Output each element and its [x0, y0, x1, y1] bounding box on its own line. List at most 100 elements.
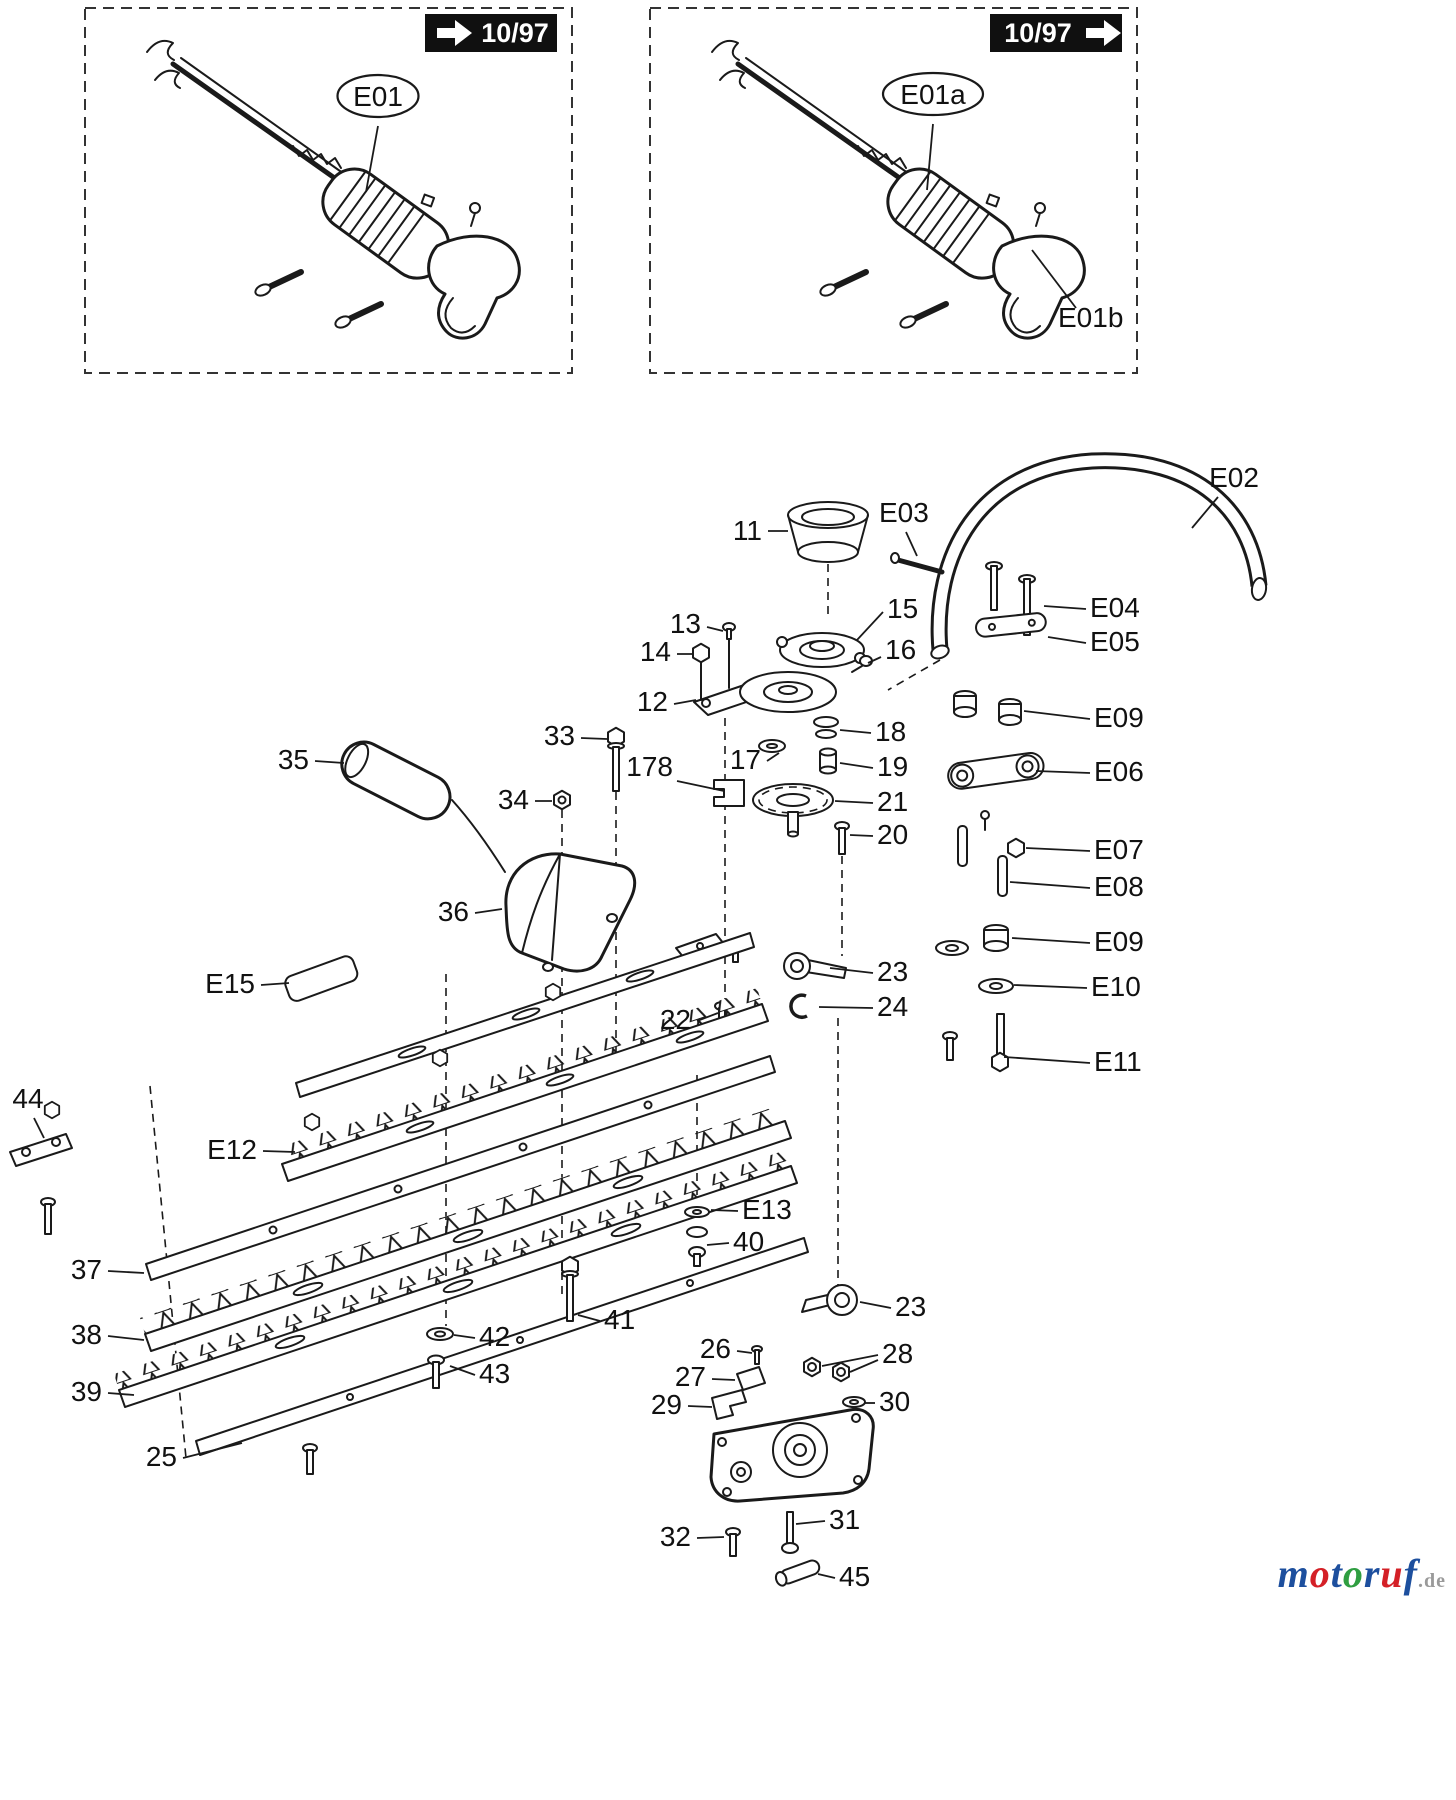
part-label-e12: E12 [207, 1134, 257, 1165]
throttle-lever-pin [890, 552, 945, 575]
part-label-e06: E06 [1094, 756, 1144, 787]
part-label-e07: E07 [1094, 834, 1144, 865]
part-label-40: 40 [733, 1226, 764, 1257]
part-label-29: 29 [651, 1389, 682, 1420]
arrow-right-icon [437, 20, 472, 46]
leader-line-24 [818, 1006, 874, 1009]
part-label-e02: E02 [1209, 462, 1259, 493]
nut-34 [553, 789, 571, 811]
part-label-31: 31 [829, 1504, 860, 1535]
leader-line-e10 [1013, 984, 1088, 989]
part-label-e01a: E01a [900, 79, 966, 110]
cutter-bar-stack [114, 932, 809, 1456]
leader-line-e07 [1025, 847, 1091, 852]
part-label-e09-bottom: E09 [1094, 926, 1144, 957]
part-label-22: 22 [660, 1004, 691, 1035]
part-label-20: 20 [877, 819, 908, 850]
inset-right: 10/97 [649, 7, 1138, 374]
date-badge-right-text: 10/97 [1004, 18, 1072, 48]
date-badge-left-text: 10/97 [481, 18, 549, 48]
mount-column [935, 561, 1047, 1073]
inset-right-border [649, 7, 1138, 374]
throttle-handle-assembly-left [147, 41, 519, 338]
part-label-e01: E01 [353, 81, 403, 112]
part-label-36: 36 [438, 896, 469, 927]
logo-letter: o [1309, 1551, 1331, 1596]
part-label-30: 30 [879, 1386, 910, 1417]
leader-line-e06 [1035, 770, 1091, 774]
part-label-32: 32 [660, 1521, 691, 1552]
motoruf-logo[interactable]: motoruf.de [1278, 1550, 1446, 1597]
part-label-e08: E08 [1094, 871, 1144, 902]
leader-line-13 [706, 626, 724, 632]
leader-line-41 [577, 1314, 601, 1322]
leader-line-28 [821, 1354, 879, 1367]
cap-part-11 [787, 501, 869, 563]
logo-letter: m [1277, 1551, 1310, 1596]
part-label-e05: E05 [1090, 626, 1140, 657]
part-label-19: 19 [877, 751, 908, 782]
leader-line-e11 [1003, 1056, 1091, 1064]
part-label-23-upper: 23 [877, 956, 908, 987]
hand-guard [451, 799, 637, 973]
logo-letter: r [1363, 1551, 1381, 1596]
leader-line-43 [449, 1365, 476, 1376]
blade-fasteners [302, 1206, 710, 1475]
leader-line-18 [839, 729, 872, 734]
part-label-42: 42 [479, 1321, 510, 1352]
label-bubble-e01 [336, 73, 420, 119]
leader-line-32 [696, 1536, 725, 1539]
part-label-e15: E15 [205, 968, 255, 999]
leader-line-e01 [365, 125, 379, 193]
leader-line-36 [474, 908, 503, 914]
leader-line-20 [849, 834, 874, 837]
leader-line-e04 [1043, 605, 1087, 610]
leader-line-44 [33, 1117, 45, 1139]
leader-line-e12 [262, 1150, 296, 1153]
logo-letter: u [1380, 1551, 1404, 1596]
leader-line-e15 [260, 982, 290, 986]
part-label-45: 45 [839, 1561, 870, 1592]
part-label-25: 25 [146, 1441, 177, 1472]
part-label-e11: E11 [1094, 1046, 1142, 1077]
part-label-39: 39 [71, 1376, 102, 1407]
leader-line-e13 [710, 1209, 739, 1212]
part-label-44: 44 [12, 1083, 43, 1114]
part-label-e03: E03 [879, 497, 929, 528]
arrow-right-icon [1086, 20, 1121, 46]
leader-line-38 [107, 1335, 145, 1341]
main-diagram [9, 452, 1268, 1587]
leader-line-33 [580, 737, 608, 740]
leader-line-e09-top [1023, 710, 1091, 720]
part-label-26: 26 [700, 1333, 731, 1364]
part-label-178: 178 [626, 751, 673, 782]
leader-line-37 [107, 1270, 145, 1274]
part-label-e04: E04 [1090, 592, 1140, 623]
leader-line-25 [182, 1442, 243, 1459]
leader-line-e08 [1009, 881, 1091, 889]
leader-line-e01a [926, 123, 934, 191]
leader-line-26 [736, 1350, 753, 1354]
leader-line-16 [867, 656, 882, 664]
leader-line-23-lower [859, 1301, 892, 1309]
part-label-43: 43 [479, 1358, 510, 1389]
leader-line-23-upper [829, 967, 874, 974]
leader-line-e02 [1191, 496, 1219, 529]
leader-line-28 [849, 1359, 879, 1373]
part-label-41: 41 [604, 1304, 635, 1335]
part-label-21: 21 [877, 786, 908, 817]
bottom-gearbox [709, 1345, 875, 1587]
part-label-17: 17 [730, 744, 761, 775]
conrod-lower [801, 1284, 858, 1316]
part-label-34: 34 [498, 784, 529, 815]
leader-line-19 [839, 762, 874, 769]
part-label-e01b: E01b [1058, 302, 1123, 333]
part-label-35: 35 [278, 744, 309, 775]
logo-suffix: .de [1418, 1570, 1446, 1592]
part-label-33: 33 [544, 720, 575, 751]
leader-line-17 [766, 752, 780, 762]
leader-line-e03 [905, 531, 918, 557]
